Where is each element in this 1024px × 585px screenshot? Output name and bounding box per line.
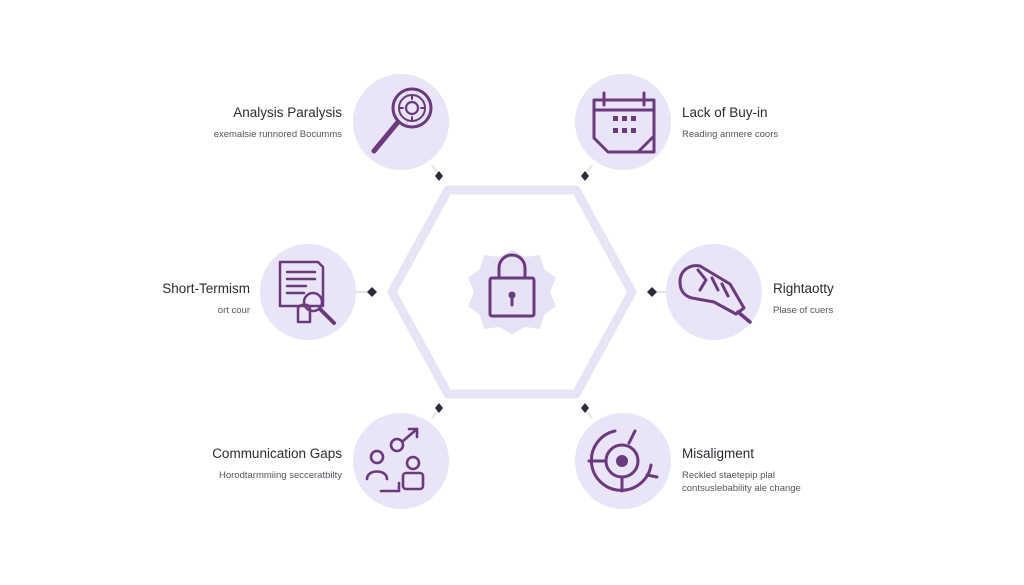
node-subtitle: exemalsie runnored Bocumms: [213, 129, 342, 140]
document-search-icon: [278, 260, 336, 325]
node-misaligment: [575, 413, 671, 509]
node-title: Analysis Paralysis: [233, 105, 342, 120]
node-title: Misaligment: [682, 446, 755, 461]
node-title: Lack of Buy-in: [682, 105, 768, 120]
connector-diamond: [647, 287, 657, 297]
node-communication-gaps: [353, 413, 449, 509]
node-subtitle: Reading anmere coors: [682, 129, 779, 140]
connector-diamond: [581, 171, 589, 181]
node-rightaotty: [666, 244, 762, 340]
node-subtitle: ort cour: [217, 305, 250, 316]
node-analysis-paralysis: [353, 74, 449, 170]
calendar-icon: [592, 91, 656, 154]
node-short-termism: [260, 244, 356, 340]
node-subtitle: Reckled staetepip plal: [682, 470, 775, 481]
label-misaligment: Misaligment Reckled staetepip plal conts…: [682, 445, 912, 495]
label-rightaotty: Rightaotty Plase of cuers: [773, 280, 1003, 317]
people-arrow-icon: [365, 427, 425, 493]
connector-diamond: [435, 171, 443, 181]
connector-diamonds: [367, 171, 657, 413]
label-communication-gaps: Communication Gaps Horodtarmmiing seccer…: [112, 445, 342, 482]
node-subtitle-line-2: contsuslebability ale change: [682, 483, 801, 494]
node-title: Communication Gaps: [212, 446, 342, 461]
node-subtitle: Horodtarmmiing secceratbilty: [218, 470, 342, 481]
hand-tool-icon: [678, 264, 752, 324]
label-lack-of-buy-in: Lack of Buy-in Reading anmere coors: [682, 104, 912, 141]
target-icon: [587, 429, 659, 493]
magnifier-icon: [371, 87, 433, 154]
padlock-icon: [468, 250, 556, 334]
node-lack-of-buy-in: [575, 74, 671, 170]
label-analysis-paralysis: Analysis Paralysis exemalsie runnored Bo…: [112, 104, 342, 141]
connector-diamond: [367, 287, 377, 297]
connector-diamond: [581, 403, 589, 413]
node-title: Rightaotty: [773, 281, 834, 296]
node-subtitle: Plase of cuers: [773, 305, 834, 316]
label-short-termism: Short-Termism ort cour: [20, 280, 250, 317]
connector-diamond: [435, 403, 443, 413]
node-title: Short-Termism: [162, 281, 250, 296]
